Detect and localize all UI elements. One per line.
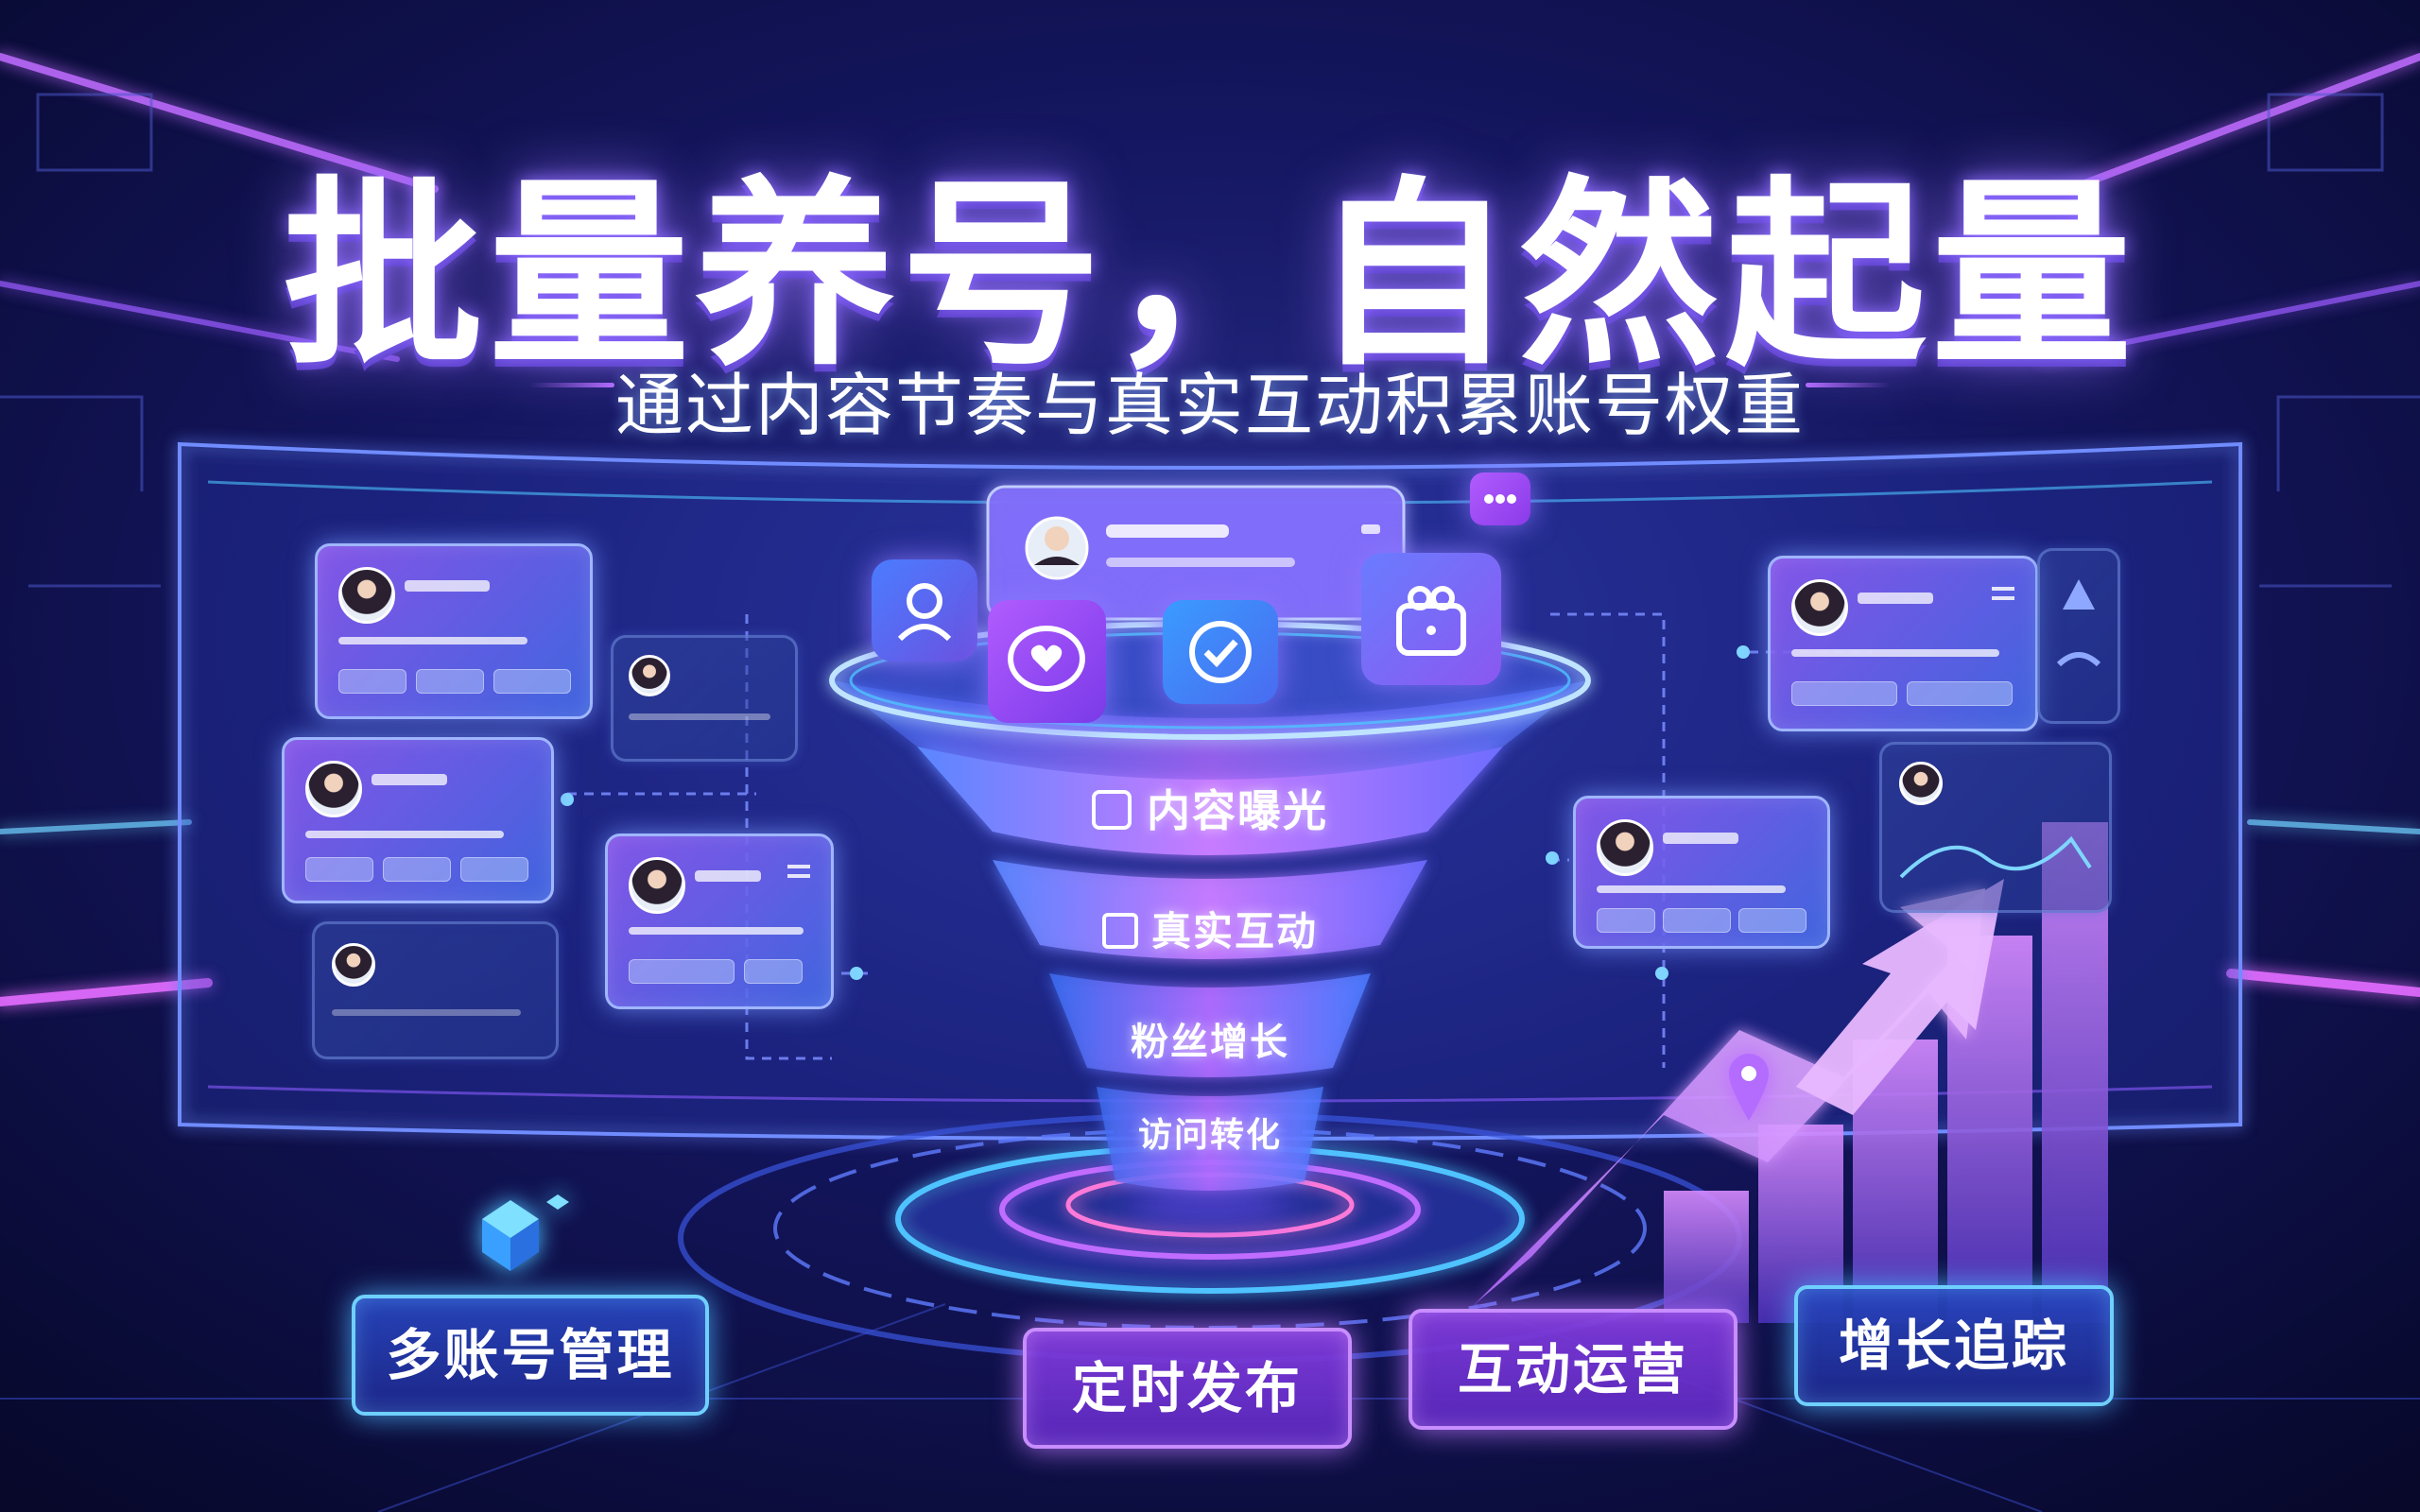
card-pill — [1597, 908, 1655, 933]
avatar — [1899, 762, 1943, 805]
multi-account-button[interactable]: 多账号管理 — [352, 1295, 709, 1416]
subtitle-rule-right — [1806, 383, 1891, 387]
user-icon[interactable] — [872, 559, 977, 662]
cube-icon — [482, 1194, 569, 1271]
logo-icon — [2056, 579, 2101, 667]
map-pin-icon — [1729, 1054, 1769, 1121]
card-pill — [1907, 681, 2013, 706]
check-shield-icon[interactable] — [1163, 600, 1278, 704]
funnel-stage-label: 内容曝光 — [1147, 785, 1328, 836]
card-pill — [629, 959, 735, 984]
account-card[interactable] — [315, 543, 593, 719]
more-icon[interactable] — [1992, 587, 2014, 600]
card-pill — [305, 857, 373, 882]
funnel-stage-interaction: 真实互动 — [0, 900, 2420, 957]
trend-line-icon — [1899, 835, 2092, 879]
analytics-card[interactable] — [1879, 742, 2112, 913]
card-text-line — [629, 713, 770, 720]
card-pill — [1738, 908, 1806, 933]
card-text-line — [629, 927, 804, 935]
gift-icon[interactable] — [1361, 553, 1501, 685]
funnel-stage-conversion: 访问转化 — [0, 1108, 2420, 1157]
card-pill — [493, 669, 571, 694]
card-text-line — [338, 637, 527, 644]
card-text-line — [332, 1009, 521, 1016]
card-pill — [383, 857, 451, 882]
more-icon[interactable] — [787, 865, 810, 878]
avatar — [629, 655, 670, 696]
subtitle-rule-left — [529, 383, 614, 387]
card-name-line — [1663, 833, 1738, 844]
account-card[interactable] — [282, 737, 554, 903]
card-name-line — [372, 774, 447, 785]
funnel-stage-exposure: 内容曝光 — [0, 777, 2420, 839]
account-card[interactable] — [312, 921, 559, 1059]
page-subtitle: 通过内容节奏与真实互动积累账号权重 — [614, 366, 1805, 445]
card-pill — [338, 669, 406, 694]
scheduled-publish-button[interactable]: 定时发布 — [1023, 1328, 1352, 1449]
interaction-ops-button[interactable]: 互动运营 — [1409, 1309, 1737, 1430]
card-name-line — [1858, 593, 1933, 604]
avatar — [629, 857, 685, 914]
card-pill — [1791, 681, 1897, 706]
card-pill — [744, 959, 803, 984]
page-title: 批量养号，自然起量 — [283, 159, 2137, 392]
account-card[interactable] — [611, 635, 798, 762]
funnel-stage-label: 访问转化 — [1137, 1116, 1282, 1155]
card-pill — [416, 669, 484, 694]
avatar — [332, 943, 375, 987]
avatar — [338, 567, 395, 624]
funnel-icon — [1101, 913, 1138, 949]
account-card[interactable] — [1573, 796, 1830, 949]
avatar — [1597, 819, 1653, 876]
avatar — [305, 761, 362, 817]
account-card[interactable] — [1768, 556, 2038, 731]
funnel-stage-followers: 粉丝增长 — [0, 1011, 2420, 1066]
card-name-line — [695, 870, 761, 882]
chat-heart-icon[interactable] — [988, 600, 1106, 723]
card-pill — [460, 857, 528, 882]
card-text-line — [1597, 885, 1786, 893]
card-pill — [1663, 908, 1731, 933]
card-name-line — [405, 580, 490, 592]
chat-bubble-icon[interactable] — [1470, 472, 1530, 525]
side-widget — [2037, 548, 2120, 724]
funnel-stage-label: 真实互动 — [1150, 908, 1318, 954]
card-text-line — [305, 831, 504, 838]
funnel-icon — [1092, 790, 1132, 830]
growth-tracking-button[interactable]: 增长追踪 — [1794, 1285, 2114, 1406]
card-text-line — [1791, 649, 1999, 657]
avatar — [1791, 579, 1848, 636]
account-card[interactable] — [605, 833, 834, 1009]
funnel-stage-label: 粉丝增长 — [1131, 1021, 1289, 1064]
subtitle-wrap: 通过内容节奏与真实互动积累账号权重 — [0, 350, 2420, 449]
